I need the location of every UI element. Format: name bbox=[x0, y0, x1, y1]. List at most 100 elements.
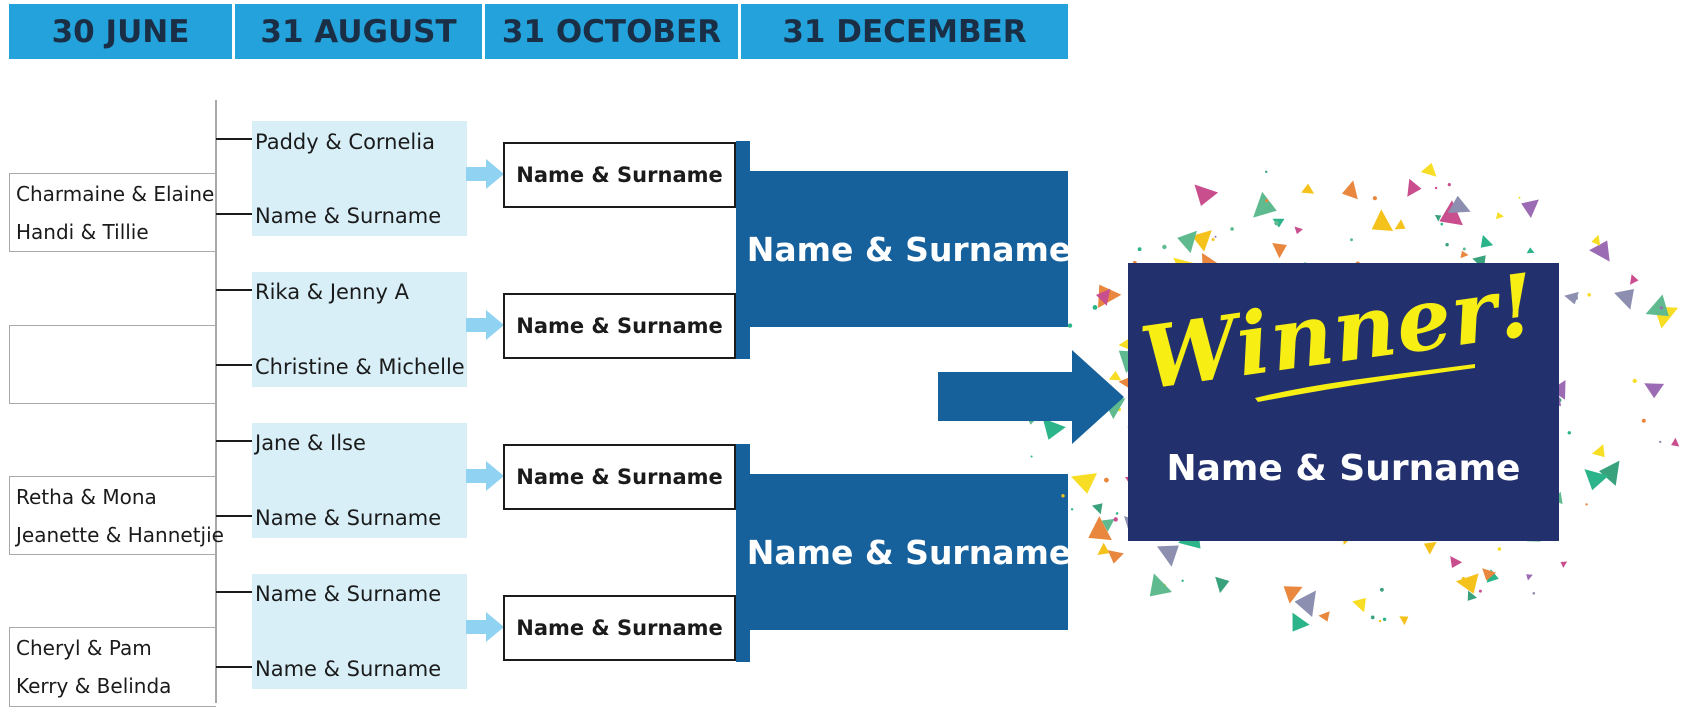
confetti-piece bbox=[1096, 288, 1111, 306]
confetti-piece bbox=[1591, 444, 1605, 458]
confetti-dot bbox=[1641, 418, 1646, 423]
confetti-piece bbox=[1455, 573, 1479, 594]
round1-pair-2 bbox=[9, 325, 216, 404]
round1-pair-1: Charmaine & Elaine Handi & Tillie bbox=[9, 173, 216, 252]
connector-tick bbox=[216, 213, 252, 215]
round2-team: Jane & Ilse bbox=[255, 431, 366, 455]
confetti-dot bbox=[1659, 440, 1662, 444]
round3-box-4: Name & Surname bbox=[503, 595, 736, 661]
confetti-piece bbox=[1560, 561, 1568, 568]
confetti-piece bbox=[1589, 240, 1610, 262]
confetti-piece bbox=[1447, 195, 1471, 213]
confetti-piece bbox=[1191, 230, 1212, 252]
round2-team: Christine & Michelle bbox=[255, 355, 465, 379]
round1-pair-4: Cheryl & Pam Kerry & Belinda bbox=[9, 627, 216, 707]
round1-team: Jeanette & Hannetjie bbox=[16, 523, 224, 547]
arrow-right-icon bbox=[466, 159, 504, 189]
confetti-dot bbox=[1659, 306, 1663, 310]
round1-team: Charmaine & Elaine bbox=[16, 182, 215, 206]
confetti-dot bbox=[1265, 170, 1268, 173]
connector-tick bbox=[216, 440, 252, 442]
confetti-piece bbox=[1584, 469, 1609, 491]
winner-swoosh bbox=[1255, 364, 1475, 402]
round1-team: Cheryl & Pam bbox=[16, 636, 152, 660]
confetti-dot bbox=[1372, 196, 1377, 201]
confetti-piece bbox=[1352, 597, 1366, 613]
confetti-piece bbox=[1177, 230, 1197, 254]
round2-team: Rika & Jenny A bbox=[255, 280, 410, 304]
arrow-right-icon bbox=[466, 310, 504, 340]
confetti-dot bbox=[1440, 222, 1444, 226]
connector-tick bbox=[216, 138, 252, 140]
confetti-piece bbox=[1042, 418, 1066, 440]
confetti-dot bbox=[1115, 512, 1119, 515]
confetti-piece bbox=[1521, 199, 1539, 218]
confetti-piece bbox=[1467, 590, 1478, 601]
round3-box-1: Name & Surname bbox=[503, 142, 736, 208]
connector-tick bbox=[216, 666, 252, 668]
confetti-dot bbox=[1350, 238, 1353, 242]
confetti-dot bbox=[1462, 247, 1466, 251]
confetti-dot bbox=[1632, 378, 1637, 383]
confetti-piece bbox=[1292, 612, 1310, 632]
round2-group-2: Rika & Jenny A Christine & Michelle bbox=[252, 272, 467, 387]
confetti-dot bbox=[1497, 547, 1502, 551]
confetti-piece bbox=[1294, 590, 1316, 617]
round2-group-4: Name & Surname Name & Surname bbox=[252, 574, 467, 689]
confetti-piece bbox=[1399, 616, 1409, 626]
round1-pair-3: Retha & Mona Jeanette & Hannetjie bbox=[9, 476, 224, 555]
confetti-piece bbox=[1253, 191, 1277, 218]
confetti-dot bbox=[1587, 293, 1591, 297]
bracket-connector-strip bbox=[736, 444, 750, 662]
confetti-piece bbox=[1157, 545, 1179, 567]
confetti-dot bbox=[1573, 295, 1578, 301]
confetti-piece bbox=[1301, 183, 1315, 194]
confetti-dot bbox=[1518, 196, 1521, 199]
round4-box-1: Name & Surname bbox=[747, 171, 1071, 327]
confetti-piece bbox=[1614, 289, 1634, 310]
confetti-dot bbox=[1434, 186, 1438, 190]
bracket-vertical-line bbox=[215, 100, 217, 703]
round2-team: Name & Surname bbox=[255, 506, 442, 530]
connector-tick bbox=[216, 289, 252, 291]
arrow-right-icon bbox=[466, 612, 504, 642]
confetti-piece bbox=[1495, 212, 1504, 220]
confetti-piece bbox=[1108, 370, 1122, 381]
confetti-dot bbox=[1104, 477, 1109, 483]
confetti-piece bbox=[1423, 541, 1437, 555]
confetti-dot bbox=[1181, 579, 1184, 582]
header-31-december: 31 DECEMBER bbox=[741, 4, 1068, 59]
confetti-dot bbox=[1478, 589, 1482, 593]
confetti-dot bbox=[1214, 235, 1217, 238]
confetti-piece bbox=[1371, 209, 1394, 231]
confetti-dot bbox=[1382, 617, 1387, 621]
confetti-piece bbox=[1671, 437, 1680, 447]
confetti-piece bbox=[1101, 518, 1115, 532]
round2-team: Paddy & Cornelia bbox=[255, 130, 435, 154]
confetti-dot bbox=[1211, 238, 1215, 241]
confetti-piece bbox=[1420, 162, 1437, 177]
confetti-piece bbox=[1564, 291, 1579, 305]
confetti-piece bbox=[1272, 243, 1287, 259]
confetti-piece bbox=[1526, 247, 1535, 254]
confetti-dot bbox=[1067, 323, 1073, 328]
confetti-piece bbox=[1088, 516, 1112, 541]
confetti-dot bbox=[1445, 243, 1449, 247]
confetti-dot bbox=[1265, 199, 1269, 203]
arrow-right-icon bbox=[466, 461, 504, 491]
confetti-piece bbox=[1097, 542, 1110, 555]
confetti-piece bbox=[1149, 573, 1172, 597]
confetti-piece bbox=[1526, 574, 1533, 581]
round1-team bbox=[16, 371, 216, 409]
connector-tick bbox=[216, 515, 252, 517]
confetti-piece bbox=[1460, 250, 1469, 259]
confetti-piece bbox=[1644, 383, 1665, 399]
confetti-piece bbox=[1407, 178, 1422, 197]
confetti-dot bbox=[1061, 494, 1065, 498]
confetti-dot bbox=[1532, 592, 1536, 595]
confetti-piece bbox=[1599, 460, 1620, 486]
confetti-dot bbox=[1230, 227, 1234, 231]
header-31-august: 31 AUGUST bbox=[235, 4, 482, 59]
round1-team: Handi & Tillie bbox=[16, 220, 149, 244]
round2-team: Name & Surname bbox=[255, 582, 442, 606]
